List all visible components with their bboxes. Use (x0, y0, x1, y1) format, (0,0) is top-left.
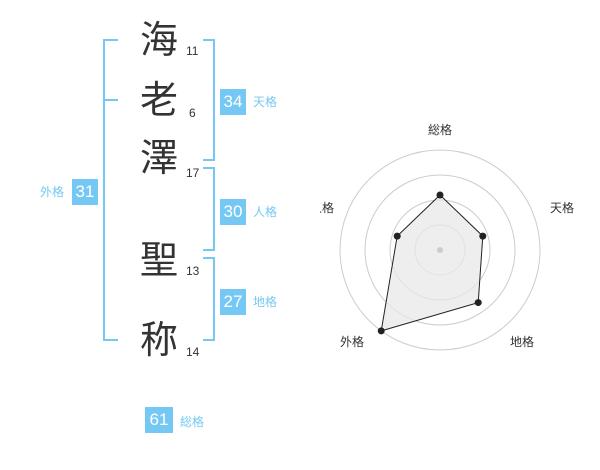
tenkaku-badge: 34 (220, 89, 246, 115)
radar-ring-2 (364, 174, 516, 326)
chikaku-label: 地格 (253, 295, 278, 309)
name-char-5: 称 (140, 318, 179, 362)
fortune-radar-chart: 総格 天格 地格 外格 人格 (320, 122, 574, 351)
stroke-count-2: 6 (189, 106, 196, 120)
tenkaku-bracket (203, 39, 215, 161)
jinkaku-bracket (203, 167, 215, 251)
stroke-count-1: 11 (186, 44, 199, 58)
name-char-4: 聖 (140, 238, 179, 282)
radar-point-2 (479, 232, 487, 240)
tenkaku-label: 天格 (253, 95, 278, 109)
radar-point-4 (377, 327, 385, 335)
gaikaku-badge: 31 (72, 179, 98, 205)
stroke-count-4: 13 (186, 264, 200, 278)
name-char-2: 老 (140, 78, 179, 122)
name-char-1: 海 (140, 18, 179, 62)
radar-label-chikaku: 地格 (510, 334, 534, 349)
radar-label-soukaku: 総格 (428, 122, 452, 137)
radar-points (377, 191, 487, 335)
soukaku-label: 総格 (180, 415, 205, 429)
radar-label-jinkaku: 人格 (320, 200, 334, 215)
radar-point-5 (393, 232, 401, 240)
radar-ring-1 (339, 149, 541, 351)
jinkaku-badge: 30 (220, 199, 246, 225)
stroke-count-5: 14 (186, 345, 200, 359)
gaikaku-bracket (103, 39, 118, 341)
chikaku-badge: 27 (220, 289, 246, 315)
gaikaku-label: 外格 (40, 185, 65, 199)
chikaku-bracket (203, 257, 215, 341)
radar-center (437, 247, 443, 253)
radar-label-gaikaku: 外格 (340, 334, 364, 349)
radar-label-tenkaku: 天格 (550, 200, 574, 215)
stroke-count-3: 17 (186, 166, 200, 180)
jinkaku-label: 人格 (253, 205, 278, 219)
radar-point-1 (436, 191, 444, 199)
radar-polygon (380, 194, 484, 332)
radar-point-3 (474, 299, 482, 307)
soukaku-badge: 61 (145, 407, 173, 433)
name-char-3: 澤 (140, 136, 179, 180)
